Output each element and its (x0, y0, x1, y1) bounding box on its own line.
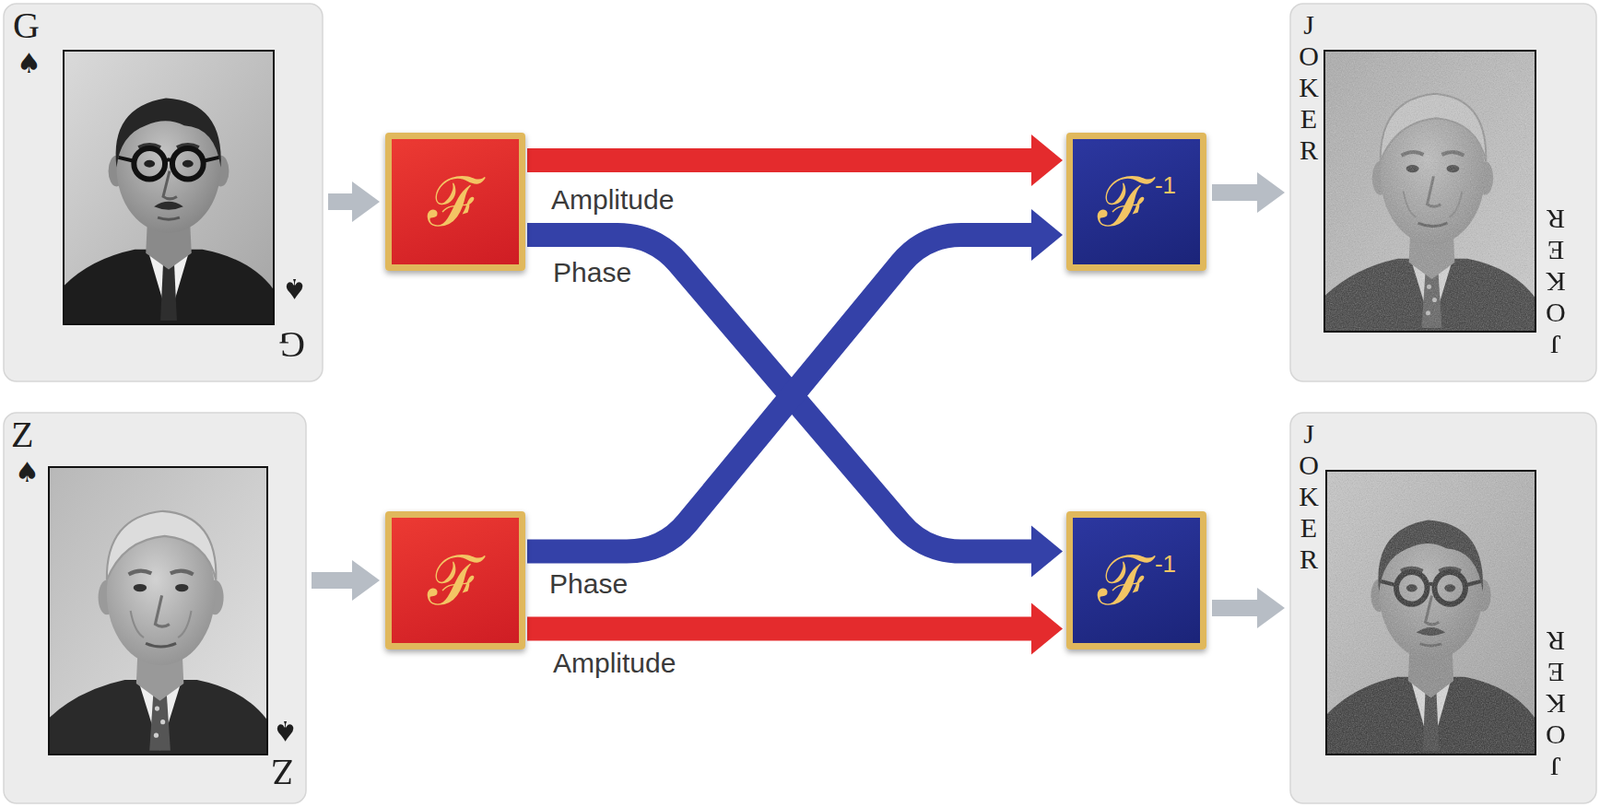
joker-card: JOKER JOKER (1290, 412, 1597, 804)
photo-tint (1326, 470, 1536, 755)
photo-frame (1324, 50, 1536, 332)
arrow-shaft (328, 193, 354, 211)
arrow-shaft (527, 617, 1034, 642)
photo-grain (1324, 50, 1536, 332)
arrow-head (1031, 526, 1063, 578)
arrow-shaft (311, 572, 354, 589)
edge-label: Phase (551, 258, 634, 288)
arrow-connector (311, 560, 380, 601)
arrow-head (352, 560, 380, 601)
superscript: -1 (1154, 173, 1177, 198)
arrow-head (352, 181, 380, 223)
arrow-head (1257, 588, 1285, 629)
arrow-shaft (527, 148, 1034, 173)
playing-card (3, 412, 306, 804)
playing-card (1290, 412, 1597, 804)
arrow-head (1031, 134, 1063, 187)
joker-card: JOKER JOKER (1290, 3, 1597, 382)
arrow-head (1031, 603, 1063, 656)
arrow-shaft (1211, 184, 1259, 201)
photo-frame (48, 467, 268, 755)
joker-label: JOKER (1541, 204, 1570, 361)
edge-label: Phase (547, 569, 630, 600)
superscript: -1 (1154, 552, 1177, 577)
photo-grain (1326, 470, 1536, 755)
card-index: Z (270, 753, 294, 791)
transform-box: ℱ (385, 511, 526, 650)
transform-symbol: ℱ (427, 167, 484, 236)
arrow-shaft (527, 235, 1034, 553)
card-index: G (12, 7, 40, 45)
card-index: ♠ (16, 49, 42, 78)
card-index: Z (11, 416, 34, 454)
card-index: G (278, 326, 306, 364)
portrait-photo (63, 50, 274, 325)
joker-label: JOKER (1294, 9, 1323, 165)
card-index: ♠ (272, 717, 298, 745)
arrow-head (1257, 172, 1285, 213)
arrow-shaft (527, 235, 1034, 553)
card-index: ♠ (282, 274, 307, 303)
playing-card: Z ♠ ♠ Z (3, 412, 306, 804)
arrow-connector (527, 134, 1063, 187)
edge-label: Amplitude (551, 648, 678, 679)
edge-label: Amplitude (549, 185, 676, 215)
transform-symbol: ℱ (1097, 167, 1154, 236)
arrow-connector (527, 209, 1063, 553)
transform-box: ℱ (385, 132, 526, 271)
arrow-connector (1211, 172, 1285, 213)
inverse-transform-box: ℱ-1 (1066, 511, 1207, 650)
photo-frame (63, 50, 274, 325)
playing-card: G ♠ ♠ G (3, 3, 323, 382)
photo-tint (1324, 50, 1536, 332)
card-index: ♠ (14, 458, 40, 487)
joker-label: JOKER (1294, 418, 1323, 575)
transform-symbol: ℱ (427, 546, 484, 615)
playing-card (3, 3, 323, 382)
joker-label: JOKER (1541, 626, 1570, 783)
photo-frame (1326, 470, 1536, 755)
arrow-connector (1211, 588, 1285, 629)
portrait-photo (48, 467, 268, 755)
reconstructed-photo (1326, 470, 1536, 755)
inverse-transform-box: ℱ-1 (1066, 132, 1207, 271)
arrow-shaft (1211, 600, 1259, 617)
arrow-connector (527, 603, 1063, 656)
playing-card (1290, 3, 1597, 382)
reconstructed-photo (1324, 50, 1536, 332)
arrow-connector (328, 181, 380, 223)
arrow-head (1031, 209, 1063, 261)
transform-symbol: ℱ (1097, 546, 1154, 615)
arrow-connector (527, 235, 1063, 578)
